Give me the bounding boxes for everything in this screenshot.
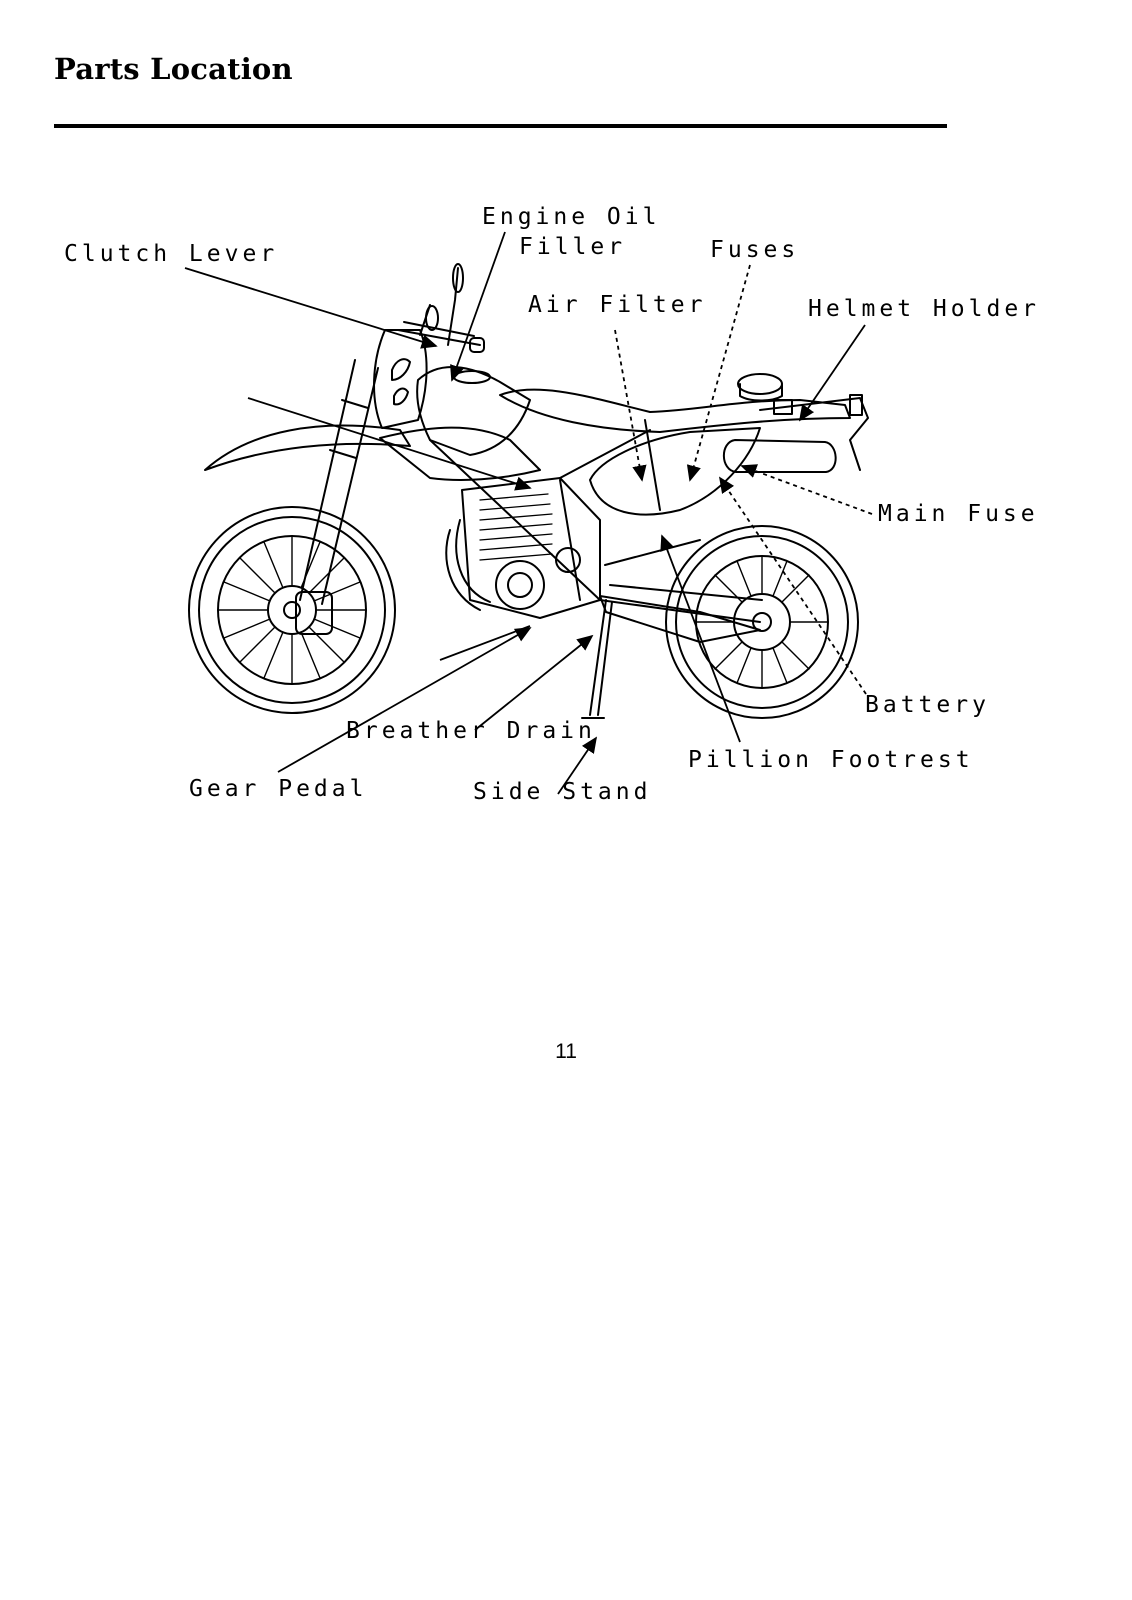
callout-helmet-holder: Helmet Holder <box>808 296 1041 322</box>
callout-main-fuse: Main Fuse <box>878 501 1039 527</box>
callout-breather-drain: Breather Drain <box>346 718 596 744</box>
handlebar <box>397 263 485 353</box>
motorcycle-parts-diagram <box>184 231 873 795</box>
headlight-cowl <box>373 329 428 429</box>
page-title: Parts Location <box>54 52 293 86</box>
callout-clutch-lever: Clutch Lever <box>64 241 279 267</box>
callout-fuses: Fuses <box>710 237 800 263</box>
leader-lines <box>184 231 866 795</box>
radiator-shroud <box>379 426 541 481</box>
silencer <box>722 439 837 473</box>
callout-gear-pedal: Gear Pedal <box>189 776 368 802</box>
title-divider <box>54 124 947 128</box>
front-fender <box>204 424 411 471</box>
page-number: 11 <box>555 1040 577 1063</box>
front-fork <box>299 359 379 605</box>
side-stand-drawing <box>581 599 613 719</box>
callout-air-filter: Air Filter <box>528 292 707 318</box>
rear-fender <box>759 397 869 471</box>
engine <box>445 477 601 619</box>
front-wheel <box>188 506 396 714</box>
seat <box>499 388 851 433</box>
motorcycle-illustration <box>188 263 869 719</box>
callout-engine-oil-filler-line2: Filler <box>519 234 627 260</box>
callout-engine-oil-filler-line1: Engine Oil <box>482 204 661 230</box>
callout-pillion-footrest: Pillion Footrest <box>688 747 974 773</box>
frame <box>429 429 763 623</box>
callout-battery: Battery <box>865 692 990 718</box>
callout-side-stand: Side Stand <box>473 779 652 805</box>
dashed-leader-lines <box>614 264 873 695</box>
